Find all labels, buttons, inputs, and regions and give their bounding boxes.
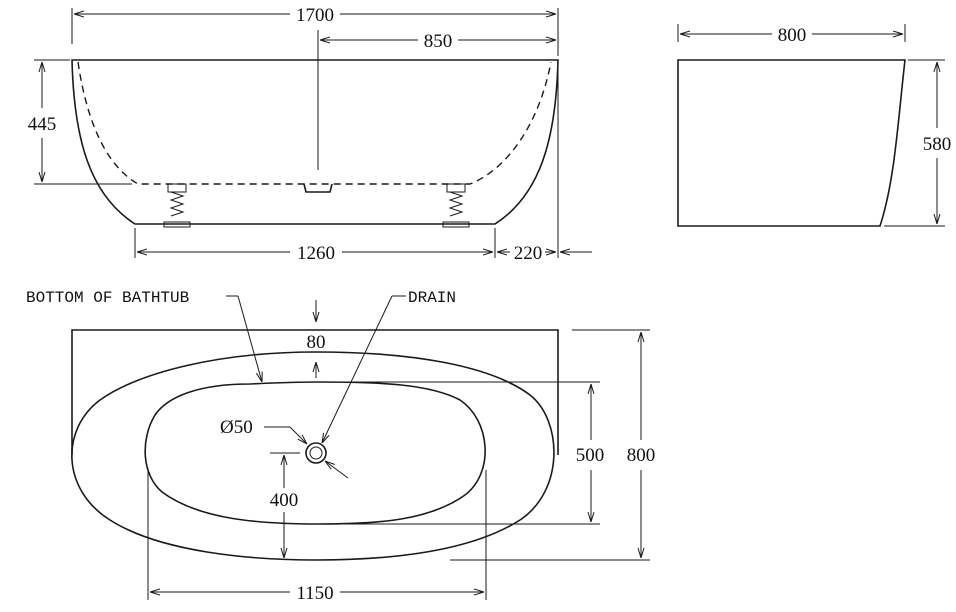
side-view: 800 580 bbox=[677, 24, 952, 227]
dim-half-length: 850 bbox=[424, 31, 453, 52]
label-drain: DRAIN bbox=[408, 289, 456, 307]
dim-depth-inner: 445 bbox=[28, 114, 57, 135]
dim-rim-offset: 80 bbox=[307, 332, 326, 353]
dim-inner-length: 1150 bbox=[296, 583, 333, 604]
label-bottom-of-bathtub: BOTTOM OF BATHTUB bbox=[26, 289, 189, 307]
front-right-leg bbox=[442, 183, 470, 228]
dim-side-width: 800 bbox=[778, 25, 807, 46]
side-tub-outline bbox=[677, 59, 906, 227]
top-view: 80 500 800 400 1150 Ø50 BOTTOM OF BATHTU… bbox=[26, 289, 655, 604]
front-tub-outline bbox=[71, 59, 559, 225]
dim-overall-length: 1700 bbox=[296, 5, 334, 26]
top-drain-outer bbox=[305, 442, 327, 464]
front-view: 1700 850 445 1260 220 bbox=[28, 5, 592, 264]
front-drain bbox=[303, 183, 333, 193]
top-back-wall bbox=[71, 329, 559, 455]
dim-base-length: 1260 bbox=[297, 243, 335, 264]
top-outer-rim bbox=[71, 351, 555, 561]
dim-base-offset: 220 bbox=[514, 243, 543, 264]
dim-inner-width: 500 bbox=[576, 445, 605, 466]
dim-height: 580 bbox=[923, 134, 952, 155]
front-left-leg bbox=[163, 183, 191, 228]
top-drain-inner bbox=[309, 446, 323, 460]
dim-outer-width: 800 bbox=[627, 445, 656, 466]
dim-drain-diameter: Ø50 bbox=[220, 417, 253, 438]
dim-drain-position: 400 bbox=[270, 490, 299, 511]
front-inner-basin bbox=[77, 61, 552, 185]
top-inner-basin bbox=[144, 381, 486, 525]
